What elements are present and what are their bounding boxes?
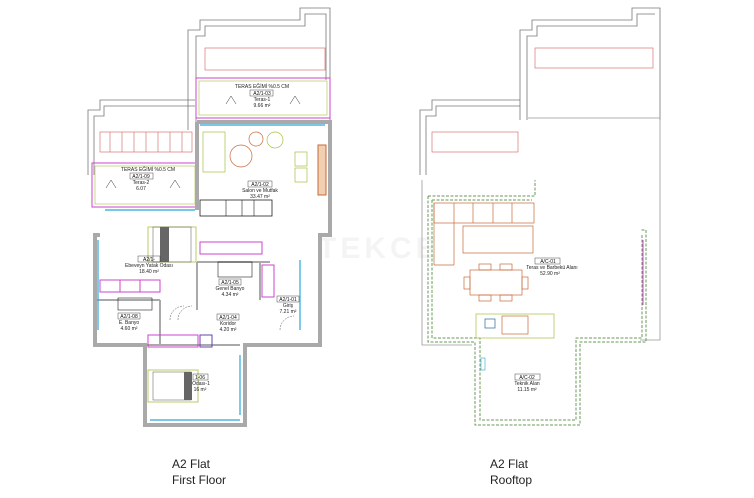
rooftop-labels: A/C-01 Teras ve Barbekü Alanı 52.90 m² A…	[514, 257, 578, 393]
sink-counter	[475, 313, 555, 339]
terrace-1	[195, 77, 331, 119]
railing	[99, 47, 326, 153]
svg-text:Salon ve Mutfak: Salon ve Mutfak	[242, 188, 278, 194]
svg-text:A2/1-09: A2/1-09	[132, 174, 150, 180]
bath-fixture	[217, 261, 253, 278]
svg-text:6.07: 6.07	[136, 186, 146, 192]
bed-room-1	[147, 369, 199, 403]
bed-master	[147, 226, 197, 263]
svg-text:7.21 m²: 7.21 m²	[280, 309, 297, 315]
room-label-teras-barbeku: A/C-01 Teras ve Barbekü Alanı 52.90 m²	[526, 257, 578, 277]
svg-text:Teras-1: Teras-1	[254, 97, 271, 103]
svg-text:Teras-2: Teras-2	[133, 180, 150, 186]
upper-structure-outline	[87, 7, 331, 175]
svg-text:E. Banyo: E. Banyo	[119, 320, 140, 326]
svg-text:A2/1-03: A2/1-03	[253, 91, 271, 97]
svg-text:Teknik Alan: Teknik Alan	[514, 381, 540, 387]
svg-text:A2/1-04: A2/1-04	[219, 315, 237, 321]
svg-text:9.66 m²: 9.66 m²	[254, 103, 271, 109]
svg-text:A/C-02: A/C-02	[519, 375, 535, 381]
watermark: TEKCE	[318, 232, 440, 265]
wardrobes	[99, 241, 275, 348]
svg-text:A/C-01: A/C-01	[540, 259, 556, 265]
bath-fixture	[117, 297, 153, 311]
svg-text:Teras ve Barbekü Alanı: Teras ve Barbekü Alanı	[526, 265, 577, 271]
svg-text:Odası-1: Odası-1	[192, 381, 210, 387]
room-label-teras-2: A2/1-09 Teras-2 6.07	[129, 172, 154, 192]
caption-subtitle: Rooftop	[490, 473, 533, 487]
door-swings	[169, 305, 295, 331]
slope-note: TERAS EĞİMİ %0.5 CM	[235, 83, 289, 90]
bbq-counter	[433, 202, 535, 266]
windows	[97, 124, 326, 421]
living-furniture	[202, 131, 327, 196]
caption-first-floor: A2 Flat First Floor	[172, 456, 226, 488]
svg-text:4.34 m²: 4.34 m²	[222, 292, 239, 298]
upper-structure-outline	[419, 7, 661, 175]
room-label-teknik-alan: A/C-02 Teknik Alan 11.15 m²	[514, 373, 541, 393]
room-label-teras-1: A2/1-03 Teras-1 9.66 m²	[249, 89, 274, 109]
svg-text:1-06: 1-06	[195, 375, 205, 381]
svg-text:52.90 m²: 52.90 m²	[540, 271, 560, 277]
caption-subtitle: First Floor	[172, 473, 226, 487]
svg-text:4.60 m²: 4.60 m²	[121, 326, 138, 332]
room-label-e-banyo: A2/1-08 E. Banyo 4.60 m²	[117, 312, 141, 332]
caption-title: A2 Flat	[490, 457, 529, 471]
svg-text:Ebeveyn Yatak Odası: Ebeveyn Yatak Odası	[125, 263, 173, 269]
parapet-walls	[427, 180, 647, 426]
svg-text:A2/1-: A2/1-	[143, 257, 155, 263]
svg-text:Koridor: Koridor	[220, 321, 236, 327]
room-label-oda-1: 1-06 Odası-1 16 m²	[192, 373, 210, 393]
svg-text:A2/1-05: A2/1-05	[221, 280, 239, 286]
room-label-genel-banyo: A2/1-05 Genel Banyo 4.34 m²	[216, 278, 245, 298]
svg-text:A2/1-02: A2/1-02	[251, 182, 269, 188]
svg-text:A2/1-08: A2/1-08	[120, 314, 138, 320]
svg-text:A2/1-01: A2/1-01	[279, 297, 297, 303]
room-label-salon: A2/1-02 Salon ve Mutfak 33.47 m²	[242, 180, 278, 200]
kitchen-counter	[199, 199, 273, 217]
room-label-koridor: A2/1-04 Koridor 4.20 m²	[216, 313, 240, 333]
first-floor-plan	[87, 7, 332, 427]
svg-text:11.15 m²: 11.15 m²	[517, 387, 537, 393]
rooftop-plan	[419, 7, 661, 426]
svg-text:33.47 m²: 33.47 m²	[250, 194, 270, 200]
dining-table	[463, 263, 529, 302]
room-label-master-bedroom: A2/1- Ebeveyn Yatak Odası 18.40 m²	[125, 255, 173, 275]
svg-text:4.20 m²: 4.20 m²	[220, 327, 237, 333]
first-floor-labels: TERAS EĞİMİ %0.5 CM TERAS EĞİMİ %0.5 CM …	[117, 83, 300, 393]
caption-rooftop: A2 Flat Rooftop	[490, 456, 532, 488]
svg-text:Giriş: Giriş	[283, 303, 294, 309]
slope-note: TERAS EĞİMİ %0.5 CM	[121, 166, 175, 173]
svg-text:Genel Banyo: Genel Banyo	[216, 286, 245, 292]
shaft	[199, 334, 213, 348]
svg-text:18.40 m²: 18.40 m²	[139, 269, 159, 275]
room-label-giris: A2/1-01 Giriş 7.21 m²	[276, 295, 300, 315]
caption-title: A2 Flat	[172, 457, 211, 471]
svg-text:16 m²: 16 m²	[194, 387, 207, 393]
